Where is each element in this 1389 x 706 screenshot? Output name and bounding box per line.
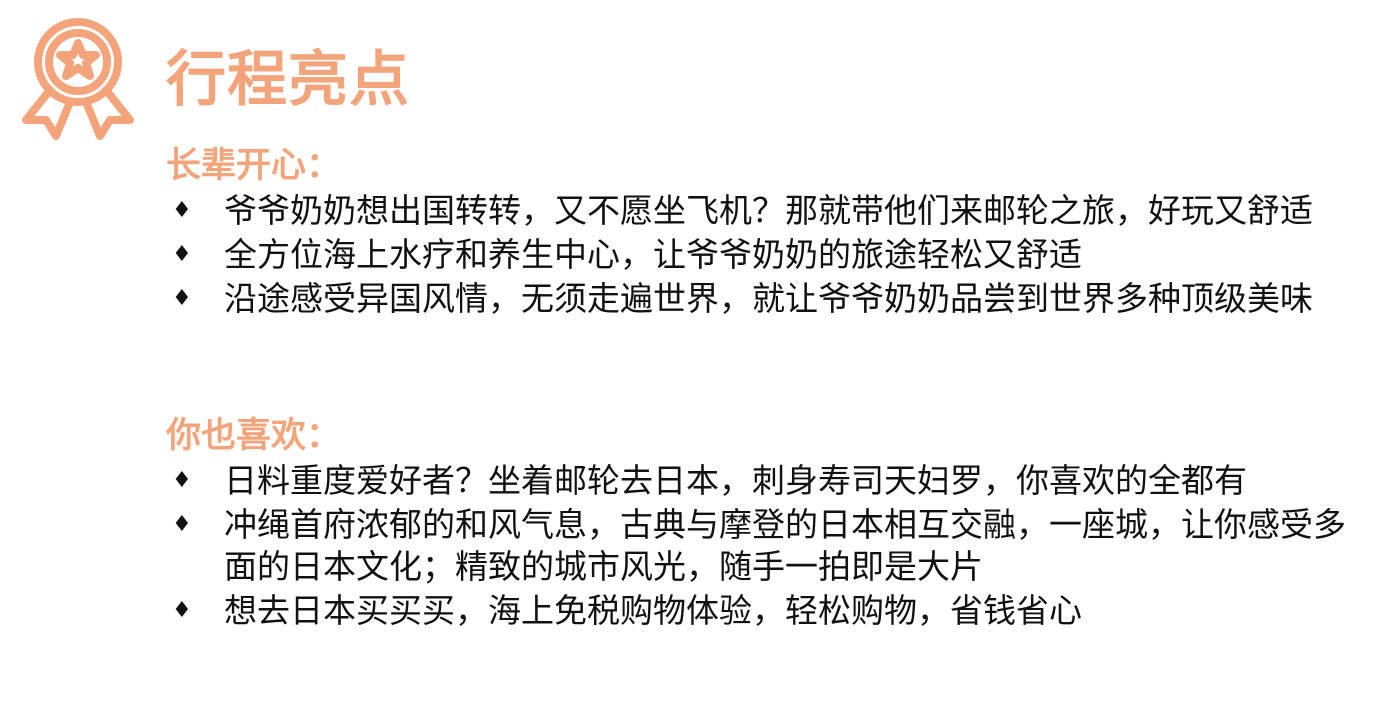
diamond-bullet-icon: ♦ [172,198,192,223]
diamond-bullet-icon: ♦ [172,468,192,493]
list-item: ♦ 想去日本买买买，海上免税购物体验，轻松购物，省钱省心 [166,590,1354,632]
page-title: 行程亮点 [166,45,410,115]
award-badge-icon [16,12,140,140]
diamond-bullet-icon: ♦ [172,512,192,537]
list-item-text: 全方位海上水疗和养生中心，让爷爷奶奶的旅途轻松又舒适 [224,235,1082,274]
list-item-text: 日料重度爱好者？坐着邮轮去日本，刺身寿司天妇罗，你喜欢的全都有 [224,461,1247,500]
list-item: ♦ 爷爷奶奶想出国转转，又不愿坐飞机？那就带他们来邮轮之旅，好玩又舒适 [166,190,1354,232]
list-item: ♦ 全方位海上水疗和养生中心，让爷爷奶奶的旅途轻松又舒适 [166,234,1354,276]
list-item-text: 爷爷奶奶想出国转转，又不愿坐飞机？那就带他们来邮轮之旅，好玩又舒适 [224,191,1313,230]
diamond-bullet-icon: ♦ [172,242,192,267]
list-item: ♦ 沿途感受异国风情，无须走遍世界，就让爷爷奶奶品尝到世界多种顶级美味 [166,278,1354,320]
diamond-bullet-icon: ♦ [172,286,192,311]
list-item-text: 冲绳首府浓郁的和风气息，古典与摩登的日本相互交融，一座城，让你感受多面的日本文化… [224,505,1346,586]
list-item-text: 沿途感受异国风情，无须走遍世界，就让爷爷奶奶品尝到世界多种顶级美味 [224,279,1313,318]
bullet-list-you: ♦ 日料重度爱好者？坐着邮轮去日本，刺身寿司天妇罗，你喜欢的全都有 ♦ 冲绳首府… [166,460,1366,634]
list-item-text: 想去日本买买买，海上免税购物体验，轻松购物，省钱省心 [224,591,1082,630]
section-heading-elders: 长辈开心： [166,146,342,186]
diamond-bullet-icon: ♦ [172,598,192,623]
list-item: ♦ 日料重度爱好者？坐着邮轮去日本，刺身寿司天妇罗，你喜欢的全都有 [166,460,1354,502]
bullet-list-elders: ♦ 爷爷奶奶想出国转转，又不愿坐飞机？那就带他们来邮轮之旅，好玩又舒适 ♦ 全方… [166,190,1366,322]
section-heading-you: 你也喜欢： [166,416,342,456]
list-item: ♦ 冲绳首府浓郁的和风气息，古典与摩登的日本相互交融，一座城，让你感受多面的日本… [166,504,1354,588]
